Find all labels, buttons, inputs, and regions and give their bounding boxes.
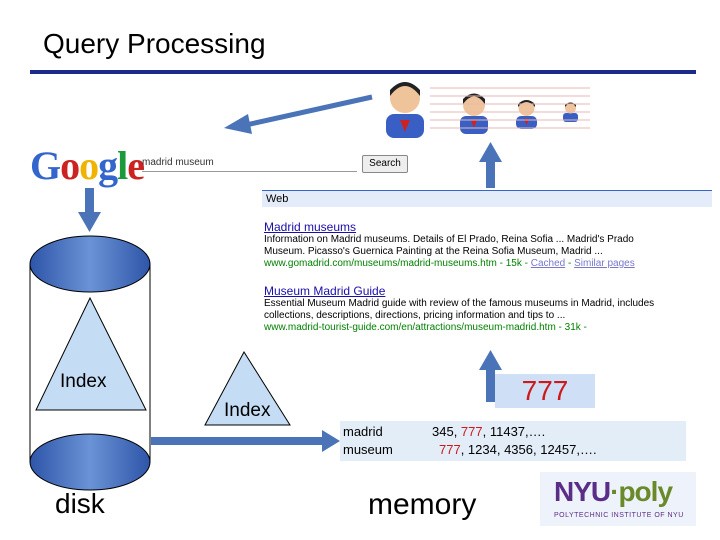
disk-index-label: Index xyxy=(60,371,107,392)
result-item: Madrid museums Information on Madrid mus… xyxy=(264,220,708,270)
result-snippet: Essential Museum Madrid guide with revie… xyxy=(264,298,655,309)
title-rule xyxy=(30,70,696,74)
lexicon-term: madrid xyxy=(343,424,383,439)
search-input[interactable]: madrid museum xyxy=(142,157,357,172)
posting-list: 777, 1234, 4356, 12457,…. xyxy=(439,442,597,457)
similar-pages-link[interactable]: Similar pages xyxy=(574,258,635,269)
arrow-disk-to-memory xyxy=(151,430,340,452)
arrow-search-to-disk xyxy=(78,188,101,232)
result-snippet: Museum. Picasso's Guernica Painting at t… xyxy=(264,246,603,257)
lexicon-term: museum xyxy=(343,442,393,457)
slide-title: Query Processing xyxy=(43,28,266,59)
memory-index-triangle xyxy=(204,351,291,426)
arrow-user-to-search xyxy=(224,94,373,134)
cached-link[interactable]: Cached xyxy=(530,258,566,269)
search-button[interactable]: Search xyxy=(362,155,408,173)
result-snippet: Information on Madrid museums. Details o… xyxy=(264,234,634,245)
user-icon xyxy=(386,82,424,138)
user-icon-group xyxy=(386,82,590,138)
disk-label: disk xyxy=(55,488,105,519)
result-item: Museum Madrid Guide Essential Museum Mad… xyxy=(264,284,708,334)
inverted-lists: madrid 345, 777, 11437,…. museum 777, 12… xyxy=(340,421,686,461)
posting-list: 345, 777, 11437,…. xyxy=(432,424,546,439)
result-url: www.gomadrid.com/museums/madrid-museums.… xyxy=(264,258,635,269)
disk-index-triangle xyxy=(35,296,147,411)
doc-id-box: 777 xyxy=(495,374,595,408)
nyu-poly-logo: NYU·poly POLYTECHNIC INSTITUTE OF NYU xyxy=(540,472,696,526)
google-logo: Google xyxy=(30,143,145,188)
search-results: Web Madrid museums Information on Madrid… xyxy=(262,190,712,340)
result-url: www.madrid-tourist-guide.com/en/attracti… xyxy=(264,322,587,333)
memory-label: memory xyxy=(368,488,477,521)
memory-index-label: Index xyxy=(224,400,271,421)
arrow-index-to-results xyxy=(479,350,502,402)
result-title-link[interactable]: Madrid museums xyxy=(264,220,357,234)
results-header: Web xyxy=(262,190,712,207)
arrow-results-to-user xyxy=(479,142,502,188)
result-snippet: collections, descriptions, directions, p… xyxy=(264,310,566,321)
result-title-link[interactable]: Museum Madrid Guide xyxy=(264,284,386,298)
